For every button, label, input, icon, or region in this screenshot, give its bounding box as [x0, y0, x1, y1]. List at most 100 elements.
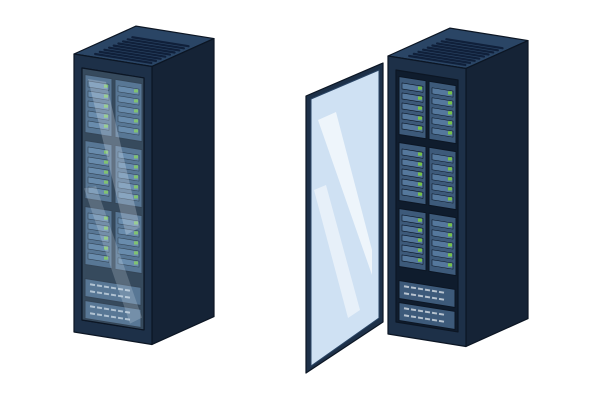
server-bay	[117, 115, 140, 126]
status-led	[448, 197, 452, 201]
server-bay	[401, 254, 424, 265]
drive-slot	[117, 316, 124, 320]
server-bay	[87, 232, 110, 243]
server-bay	[87, 146, 110, 157]
status-led	[134, 195, 138, 199]
drive-slot	[438, 297, 445, 301]
cabinet-side	[465, 39, 529, 348]
status-led	[104, 160, 108, 164]
status-led	[104, 94, 108, 98]
drive-slot	[96, 284, 103, 288]
drive-slot	[431, 289, 438, 293]
server-bay	[431, 153, 454, 164]
drive-slot	[96, 306, 103, 310]
drive-slot	[410, 308, 417, 312]
server-bay	[117, 217, 140, 228]
drive-slot	[403, 285, 410, 289]
server-bay	[431, 229, 454, 240]
status-led	[104, 216, 108, 220]
server-bay	[401, 122, 424, 133]
status-led	[418, 182, 422, 186]
vent-slot	[417, 50, 476, 62]
server-bay	[87, 176, 110, 187]
drive-slot	[417, 309, 424, 313]
drive-slot	[124, 317, 131, 321]
drive-slot	[438, 319, 445, 323]
server-bay	[431, 239, 454, 250]
server-bay	[401, 244, 424, 255]
status-led	[134, 109, 138, 113]
server-bay	[401, 158, 424, 169]
drive-slot	[403, 292, 410, 296]
status-led	[134, 119, 138, 123]
server-bay	[87, 252, 110, 263]
drive-slot	[124, 288, 131, 292]
server-bay	[117, 191, 140, 202]
status-led	[134, 129, 138, 133]
server-unit	[114, 78, 143, 143]
status-led	[104, 180, 108, 184]
drive-slot	[103, 292, 110, 296]
server-bay	[401, 82, 424, 93]
drive-slot	[117, 287, 124, 291]
drive-slot	[417, 294, 424, 298]
glass-door-icon	[81, 67, 145, 331]
server-bay	[117, 181, 140, 192]
drive-slot	[89, 283, 96, 287]
status-led	[104, 114, 108, 118]
server-bay	[401, 224, 424, 235]
vent-slot	[126, 38, 185, 50]
drive-slot	[110, 286, 117, 290]
status-led	[104, 150, 108, 154]
server-bay	[117, 105, 140, 116]
status-led	[104, 170, 108, 174]
server-bay	[87, 90, 110, 101]
vent-slot	[98, 50, 158, 62]
drive-slot	[110, 315, 117, 319]
drive-slot	[89, 290, 96, 294]
server-unit	[84, 139, 113, 204]
server-bay	[87, 212, 110, 223]
status-led	[448, 91, 452, 95]
status-led	[448, 233, 452, 237]
status-led	[418, 192, 422, 196]
drive-slot	[110, 293, 117, 297]
server-bay	[117, 125, 140, 136]
server-bay	[431, 107, 454, 118]
server-bay	[117, 85, 140, 96]
server-bay	[87, 242, 110, 253]
server-bay	[87, 120, 110, 131]
server-unit	[114, 144, 143, 209]
vent-slot	[422, 48, 481, 60]
server-bay	[87, 100, 110, 111]
drive-slot	[124, 295, 131, 299]
drive-unit	[84, 299, 142, 328]
drive-slot	[103, 307, 110, 311]
server-bay	[87, 186, 110, 197]
server-bay	[431, 87, 454, 98]
status-led	[448, 121, 452, 125]
server-bay	[87, 166, 110, 177]
glass-door-icon	[305, 62, 384, 374]
drive-slot	[424, 317, 431, 321]
drive-slot	[431, 311, 438, 315]
status-led	[134, 261, 138, 265]
server-bay	[401, 148, 424, 159]
vent-slot	[426, 46, 486, 58]
status-led	[134, 89, 138, 93]
vent-slot	[435, 42, 495, 54]
vent-slot	[103, 48, 162, 60]
glass-reflection	[88, 78, 140, 236]
top-vent-grille	[94, 36, 190, 65]
drive-slot	[124, 310, 131, 314]
drive-slot	[438, 312, 445, 316]
vent-slot	[117, 42, 176, 54]
door-glass	[81, 67, 145, 331]
server-bay	[401, 214, 424, 225]
drive-slot	[110, 308, 117, 312]
status-led	[418, 116, 422, 120]
glass-reflection	[318, 112, 372, 275]
status-led	[104, 84, 108, 88]
status-led	[418, 162, 422, 166]
status-led	[418, 238, 422, 242]
